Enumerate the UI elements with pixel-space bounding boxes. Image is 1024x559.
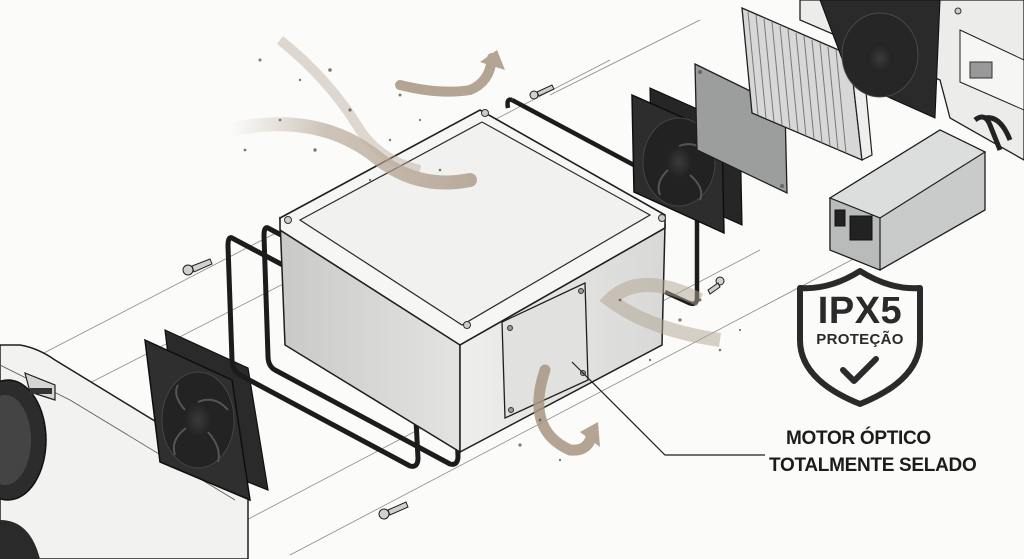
ipx5-badge-subtitle: PROTEÇÃO [816,331,904,348]
ipx5-badge-title: IPX5 [817,290,903,332]
dust-particles [243,58,742,462]
rear-chassis-panel-with-fan [799,0,1024,161]
dust-airflow [223,36,721,456]
callout-label-line2: TOTALMENTE SELADO [769,455,977,476]
callout-label-line1: MOTOR ÓPTICO [786,428,931,449]
side-access-panel [501,281,589,419]
screw-5 [707,276,725,295]
cooling-fan-left [144,329,269,502]
callout-leader-line [571,361,765,456]
screw-3 [378,501,409,520]
sealed-optical-engine-box [279,109,666,454]
screw-1 [182,258,213,276]
power-supply-brick [828,129,987,271]
projector-front-housing [0,344,249,559]
shield-check-icon [797,268,923,407]
screw-4 [529,84,555,100]
